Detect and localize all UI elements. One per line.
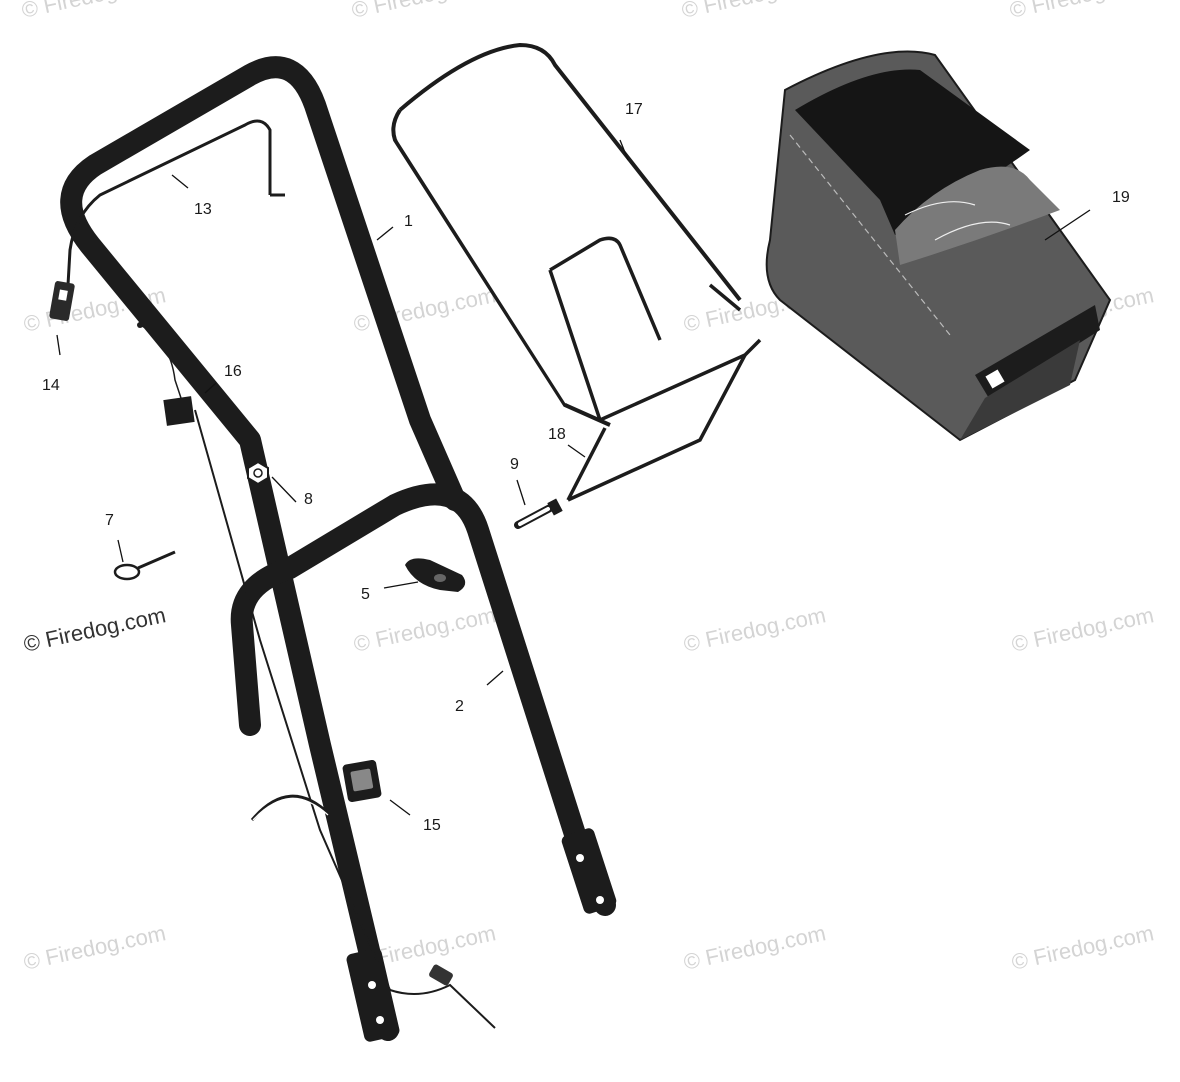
cable-assembly bbox=[137, 322, 496, 1029]
switch-part bbox=[49, 281, 75, 321]
clip-part bbox=[342, 759, 382, 803]
leader-lines bbox=[56, 139, 1091, 816]
callout-14: 14 bbox=[42, 377, 60, 394]
callout-16: 16 bbox=[224, 363, 242, 380]
upper-handle bbox=[60, 56, 466, 1042]
eye-bolt-part bbox=[113, 550, 176, 581]
callout-18: 18 bbox=[548, 426, 566, 443]
control-wire bbox=[66, 119, 285, 286]
callout-7: 7 bbox=[105, 512, 114, 529]
callout-19: 19 bbox=[1112, 189, 1130, 206]
callout-13: 13 bbox=[194, 201, 212, 218]
bolt-part bbox=[514, 498, 563, 529]
nut-part bbox=[247, 460, 269, 486]
bolt-hole bbox=[368, 981, 376, 989]
bolt-hole bbox=[596, 896, 604, 904]
callout-17: 17 bbox=[625, 101, 643, 118]
callout-5: 5 bbox=[361, 586, 370, 603]
bag-frame-lower bbox=[548, 236, 762, 502]
cable-loop bbox=[250, 794, 332, 821]
callout-1: 1 bbox=[404, 213, 413, 230]
handle-end-plate bbox=[346, 948, 400, 1042]
knob-part bbox=[405, 558, 466, 592]
bolt-hole bbox=[576, 854, 584, 862]
callout-2: 2 bbox=[455, 698, 464, 715]
bolt-hole bbox=[376, 1016, 384, 1024]
callout-9: 9 bbox=[510, 456, 519, 473]
bag-frame bbox=[391, 42, 742, 427]
grass-bag bbox=[765, 50, 1112, 442]
cable-clip bbox=[163, 396, 195, 426]
lower-handle bbox=[230, 483, 617, 916]
handle-end-plate bbox=[561, 828, 617, 914]
callout-15: 15 bbox=[423, 817, 441, 834]
callout-8: 8 bbox=[304, 491, 313, 508]
